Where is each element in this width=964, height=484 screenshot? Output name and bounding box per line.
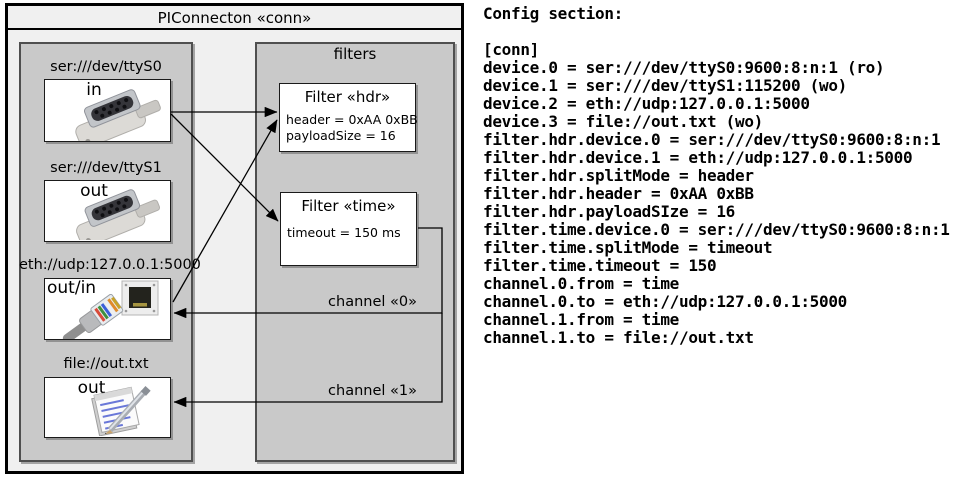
config-line: channel.1.from = time bbox=[483, 310, 679, 329]
channel-1-label: channel «1» bbox=[328, 383, 417, 399]
config-line: device.1 = ser:///dev/ttyS1:115200 (wo) bbox=[483, 76, 847, 95]
config-line: device.0 = ser:///dev/ttyS0:9600:8:n:1 (… bbox=[483, 58, 885, 77]
config-line: filter.hdr.payloadSIze = 16 bbox=[483, 202, 735, 221]
config-line: filter.hdr.header = 0xAA 0xBB bbox=[483, 184, 754, 203]
filter-hdr-box: Filter «hdr» header = 0xAA 0xBB payloadS… bbox=[279, 83, 418, 152]
device-direction-ser1: out bbox=[80, 181, 108, 201]
config-line: filter.hdr.device.1 = eth://udp:127.0.0.… bbox=[483, 148, 913, 167]
filters-group-label: filters bbox=[333, 45, 377, 63]
config-section: Config section: [conn] device.0 = ser://… bbox=[483, 5, 961, 347]
filter-hdr-title: Filter «hdr» bbox=[304, 88, 391, 106]
config-line: filter.time.device.0 = ser:///dev/ttyS0:… bbox=[483, 220, 950, 239]
device-direction-file: out bbox=[77, 378, 106, 398]
config-line: channel.1.to = file://out.txt bbox=[483, 328, 754, 347]
device-url-label-file: file://out.txt bbox=[63, 356, 149, 372]
config-title: Config section: bbox=[483, 4, 623, 23]
config-line: filter.time.timeout = 150 bbox=[483, 256, 717, 275]
filter-time-title: Filter «time» bbox=[301, 197, 396, 215]
config-line: channel.0.from = time bbox=[483, 274, 679, 293]
config-line: filter.hdr.splitMode = header bbox=[483, 166, 754, 185]
filter-time-attr-timeout: timeout = 150 ms bbox=[287, 225, 401, 240]
device-url-label-ser0: ser:///dev/ttyS0 bbox=[50, 59, 162, 75]
filter-hdr-attr-payloadsize: payloadSize = 16 bbox=[286, 128, 396, 143]
diagram-title: PIConnecton «conn» bbox=[157, 9, 312, 27]
config-line: filter.time.splitMode = timeout bbox=[483, 238, 773, 257]
config-line: device.2 = eth://udp:127.0.0.1:5000 bbox=[483, 94, 810, 113]
filter-time-box: Filter «time» timeout = 150 ms bbox=[280, 192, 417, 266]
config-line: [conn] bbox=[483, 40, 539, 59]
config-line: device.3 = file://out.txt (wo) bbox=[483, 112, 763, 131]
device-url-label-eth: eth://udp:127.0.0.1:5000 bbox=[19, 257, 201, 273]
config-line: filter.hdr.device.0 = ser:///dev/ttyS0:9… bbox=[483, 130, 941, 149]
serial-connector-icon bbox=[75, 89, 161, 141]
device-url-label-ser1: ser:///dev/ttyS1 bbox=[50, 160, 162, 176]
notepad-icon bbox=[91, 386, 151, 436]
filter-hdr-attr-header: header = 0xAA 0xBB bbox=[286, 112, 418, 127]
channel-0-label: channel «0» bbox=[328, 294, 417, 310]
ethernet-jack-icon bbox=[121, 280, 159, 316]
config-line: channel.0.to = eth://udp:127.0.0.1:5000 bbox=[483, 292, 847, 311]
diagram-title-bar: PIConnecton «conn» bbox=[8, 6, 461, 30]
device-direction-ser0: in bbox=[86, 80, 102, 100]
device-direction-eth: out/in bbox=[47, 278, 97, 298]
serial-connector-icon bbox=[76, 189, 161, 240]
ethernet-plug-icon bbox=[62, 294, 124, 339]
